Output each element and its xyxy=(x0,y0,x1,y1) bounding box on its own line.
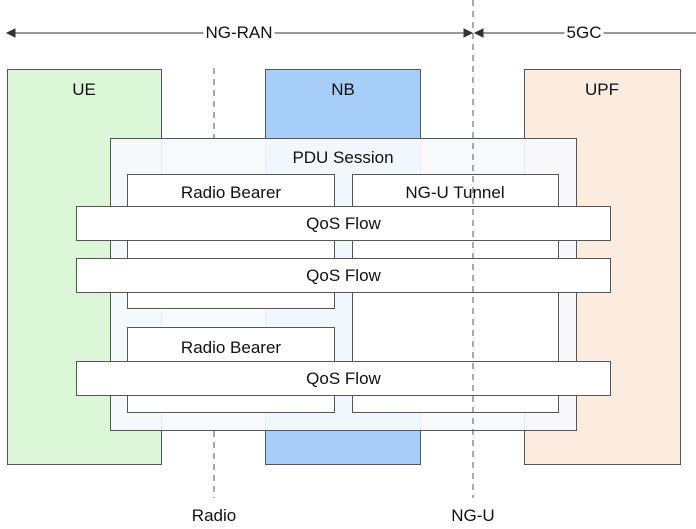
ngran-arrowhead-left xyxy=(5,28,16,38)
radio-bearer-label-1: Radio Bearer xyxy=(180,183,282,202)
ngu-interface-label: NG-U xyxy=(451,506,495,525)
nb-label: NB xyxy=(331,80,355,99)
qos-flow-2: QoS Flow xyxy=(76,258,611,293)
radio-interface-label: Radio xyxy=(191,506,237,525)
qos-flow-1: QoS Flow xyxy=(76,206,611,241)
ngran-label: NG-RAN xyxy=(203,23,275,43)
ngu-tunnel-label: NG-U Tunnel xyxy=(405,183,505,202)
ue-label: UE xyxy=(72,80,96,99)
radio-bearer-label-2: Radio Bearer xyxy=(180,338,282,357)
qos-flow-3: QoS Flow xyxy=(76,361,611,396)
pdu-session-label: PDU Session xyxy=(292,148,394,167)
core-arrowhead-left xyxy=(473,28,484,38)
upf-label: UPF xyxy=(585,80,619,99)
ngran-arrowhead-right xyxy=(463,28,474,38)
core-label: 5GC xyxy=(564,23,604,43)
